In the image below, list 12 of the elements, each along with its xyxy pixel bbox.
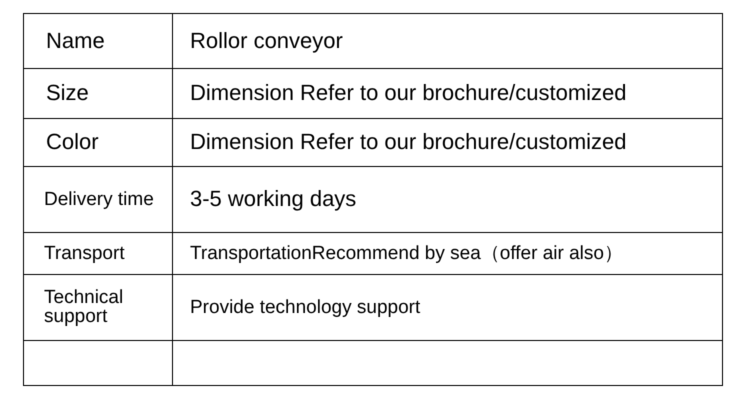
field-label: Technical support (44, 288, 124, 326)
field-label: Delivery time (44, 190, 154, 208)
field-value: TransportationRecommend by sea（offer air also） (190, 244, 623, 262)
field-label: Size (46, 82, 89, 104)
field-value: 3-5 working days (190, 188, 356, 210)
field-value: Dimension Refer to our brochure/customized (190, 82, 627, 104)
field-label: Color (46, 131, 99, 153)
field-value: Dimension Refer to our brochure/customized (190, 131, 627, 153)
field-label: Transport (44, 244, 125, 262)
field-value: Rollor conveyor (190, 30, 343, 52)
field-label: Name (46, 30, 105, 52)
field-value: Provide technology support (190, 298, 420, 316)
